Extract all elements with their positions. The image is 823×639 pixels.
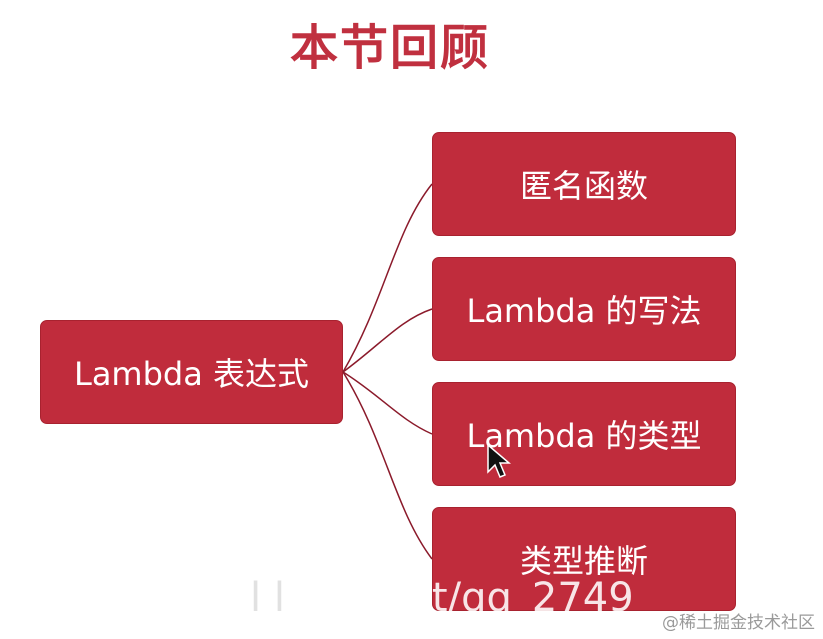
slide-title: 本节回顾 <box>289 20 490 76</box>
child-node-label: Lambda 的写法 <box>466 292 702 330</box>
watermark-url-dim: l l <box>250 575 285 621</box>
mouse-cursor-icon <box>487 444 511 478</box>
connector-4 <box>342 371 433 560</box>
connector-3 <box>342 371 433 435</box>
connector-2 <box>342 308 433 373</box>
root-node-label: Lambda 表达式 <box>73 355 310 393</box>
root-node-lambda-expression: Lambda 表达式 <box>40 320 343 424</box>
child-node-anonymous-function: 匿名函数 <box>432 132 736 236</box>
child-node-label: Lambda 的类型 <box>466 417 702 455</box>
watermark-url: l l sdn.net/qq_2749 <box>250 575 750 621</box>
connector-1 <box>342 183 433 373</box>
child-node-type-inference: 类型推断 <box>432 507 736 611</box>
watermark-url-text: sdn.net/qq_2749 <box>297 575 634 621</box>
watermark-site: @稀土掘金技术社区 <box>662 613 815 633</box>
child-node-lambda-syntax: Lambda 的写法 <box>432 257 736 361</box>
child-node-label: 匿名函数 <box>519 167 648 205</box>
child-node-lambda-type: Lambda 的类型 <box>432 382 736 486</box>
child-node-label: 类型推断 <box>519 542 648 580</box>
